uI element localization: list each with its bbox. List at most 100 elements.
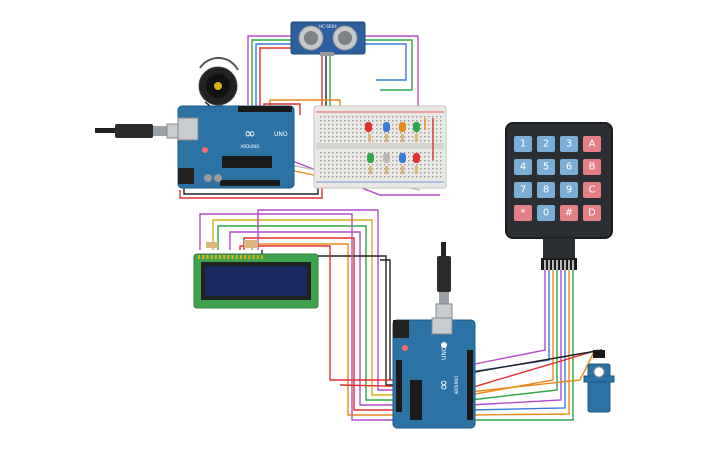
breadboard-hole bbox=[340, 140, 342, 142]
breadboard-hole bbox=[420, 140, 422, 142]
arduino-brand-bottom: ARDUINO bbox=[454, 376, 459, 395]
breadboard-hole bbox=[344, 160, 346, 162]
breadboard-hole bbox=[368, 172, 370, 174]
breadboard-hole bbox=[344, 120, 346, 122]
breadboard-hole bbox=[364, 172, 366, 174]
breadboard-hole bbox=[392, 120, 394, 122]
ultrasonic-sensor[interactable]: HC-SR04 bbox=[290, 21, 366, 56]
wire-keypad-5 bbox=[469, 270, 562, 406]
breadboard-hole bbox=[340, 116, 342, 118]
keypad-key[interactable] bbox=[560, 136, 578, 152]
breadboard-hole bbox=[384, 116, 386, 118]
breadboard-hole bbox=[404, 132, 406, 134]
breadboard-hole bbox=[328, 176, 330, 178]
breadboard-hole bbox=[372, 140, 374, 142]
keypad-key[interactable] bbox=[537, 159, 555, 175]
breadboard-hole bbox=[412, 160, 414, 162]
arduino-uno-bottom[interactable]: ∞ UNO ARDUINO bbox=[392, 317, 476, 429]
breadboard-hole bbox=[420, 176, 422, 178]
keypad-key[interactable] bbox=[583, 136, 601, 152]
breadboard-hole bbox=[324, 136, 326, 138]
breadboard-hole bbox=[360, 160, 362, 162]
breadboard-hole bbox=[356, 136, 358, 138]
breadboard-hole bbox=[396, 160, 398, 162]
breadboard-hole bbox=[436, 124, 438, 126]
keypad-key-label: 5 bbox=[543, 162, 549, 173]
lcd-pin bbox=[223, 255, 226, 259]
keypad-key[interactable] bbox=[583, 159, 601, 175]
breadboard-hole bbox=[336, 120, 338, 122]
breadboard-hole bbox=[332, 140, 334, 142]
breadboard-hole bbox=[352, 132, 354, 134]
lcd-resistor bbox=[206, 242, 218, 248]
breadboard-hole bbox=[340, 168, 342, 170]
breadboard-hole bbox=[320, 124, 322, 126]
keypad-key[interactable] bbox=[537, 205, 555, 221]
keypad-key[interactable] bbox=[560, 182, 578, 198]
keypad-key[interactable] bbox=[514, 136, 532, 152]
breadboard-hole bbox=[428, 136, 430, 138]
breadboard-hole bbox=[432, 164, 434, 166]
keypad-key[interactable] bbox=[537, 182, 555, 198]
breadboard-hole bbox=[388, 132, 390, 134]
breadboard[interactable] bbox=[313, 105, 447, 189]
digital-header-bottom bbox=[467, 350, 473, 420]
breadboard-hole bbox=[408, 116, 410, 118]
breadboard-hole bbox=[348, 116, 350, 118]
breadboard-hole bbox=[424, 172, 426, 174]
keypad-key[interactable] bbox=[514, 159, 532, 175]
breadboard-hole bbox=[332, 164, 334, 166]
breadboard-hole bbox=[344, 116, 346, 118]
wire-sensor-trig bbox=[251, 39, 300, 108]
piezo-buzzer[interactable] bbox=[198, 57, 239, 106]
breadboard-hole bbox=[324, 172, 326, 174]
lcd-pin bbox=[248, 255, 251, 259]
breadboard-hole bbox=[400, 136, 402, 138]
keypad-key[interactable] bbox=[560, 205, 578, 221]
usb-cable-top bbox=[95, 123, 182, 139]
keypad-key[interactable] bbox=[583, 182, 601, 198]
wire-lcd-2 bbox=[217, 225, 400, 401]
breadboard-hole bbox=[396, 128, 398, 130]
breadboard-hole bbox=[352, 120, 354, 122]
arduino-uno-top[interactable]: ∞ UNO ARDUINO bbox=[177, 105, 295, 189]
breadboard-hole bbox=[336, 164, 338, 166]
keypad-key[interactable] bbox=[514, 182, 532, 198]
led-row-bottom bbox=[367, 153, 420, 163]
breadboard-hole bbox=[344, 176, 346, 178]
breadboard-hole bbox=[440, 164, 442, 166]
breadboard-hole bbox=[384, 132, 386, 134]
breadboard-hole bbox=[372, 152, 374, 154]
breadboard-hole bbox=[440, 116, 442, 118]
usb-cable-bottom bbox=[435, 242, 453, 319]
lcd-16x2[interactable] bbox=[193, 240, 319, 309]
breadboard-hole bbox=[436, 172, 438, 174]
breadboard-hole bbox=[332, 128, 334, 130]
lcd-pin bbox=[252, 255, 255, 259]
breadboard-hole bbox=[380, 132, 382, 134]
keypad-key[interactable] bbox=[514, 205, 532, 221]
keypad-key-label: B bbox=[589, 162, 596, 173]
wire-keypad-1 bbox=[469, 270, 546, 366]
breadboard-hole bbox=[440, 168, 442, 170]
keypad-key[interactable] bbox=[583, 205, 601, 221]
breadboard-hole bbox=[340, 124, 342, 126]
keypad-connector bbox=[541, 258, 577, 270]
lcd-pin bbox=[219, 255, 221, 259]
breadboard-hole bbox=[392, 124, 394, 126]
breadboard-hole bbox=[408, 136, 410, 138]
breadboard-hole bbox=[392, 172, 394, 174]
breadboard-hole bbox=[440, 140, 442, 142]
arduino-model: UNO bbox=[274, 131, 288, 138]
breadboard-hole bbox=[384, 120, 386, 122]
breadboard-hole bbox=[440, 172, 442, 174]
breadboard-hole bbox=[340, 160, 342, 162]
keypad-key[interactable] bbox=[537, 136, 555, 152]
keypad-key[interactable] bbox=[560, 159, 578, 175]
micro-servo[interactable] bbox=[583, 350, 615, 413]
breadboard-hole bbox=[356, 156, 358, 158]
lcd-pin bbox=[231, 255, 234, 259]
breadboard-hole bbox=[392, 136, 394, 138]
